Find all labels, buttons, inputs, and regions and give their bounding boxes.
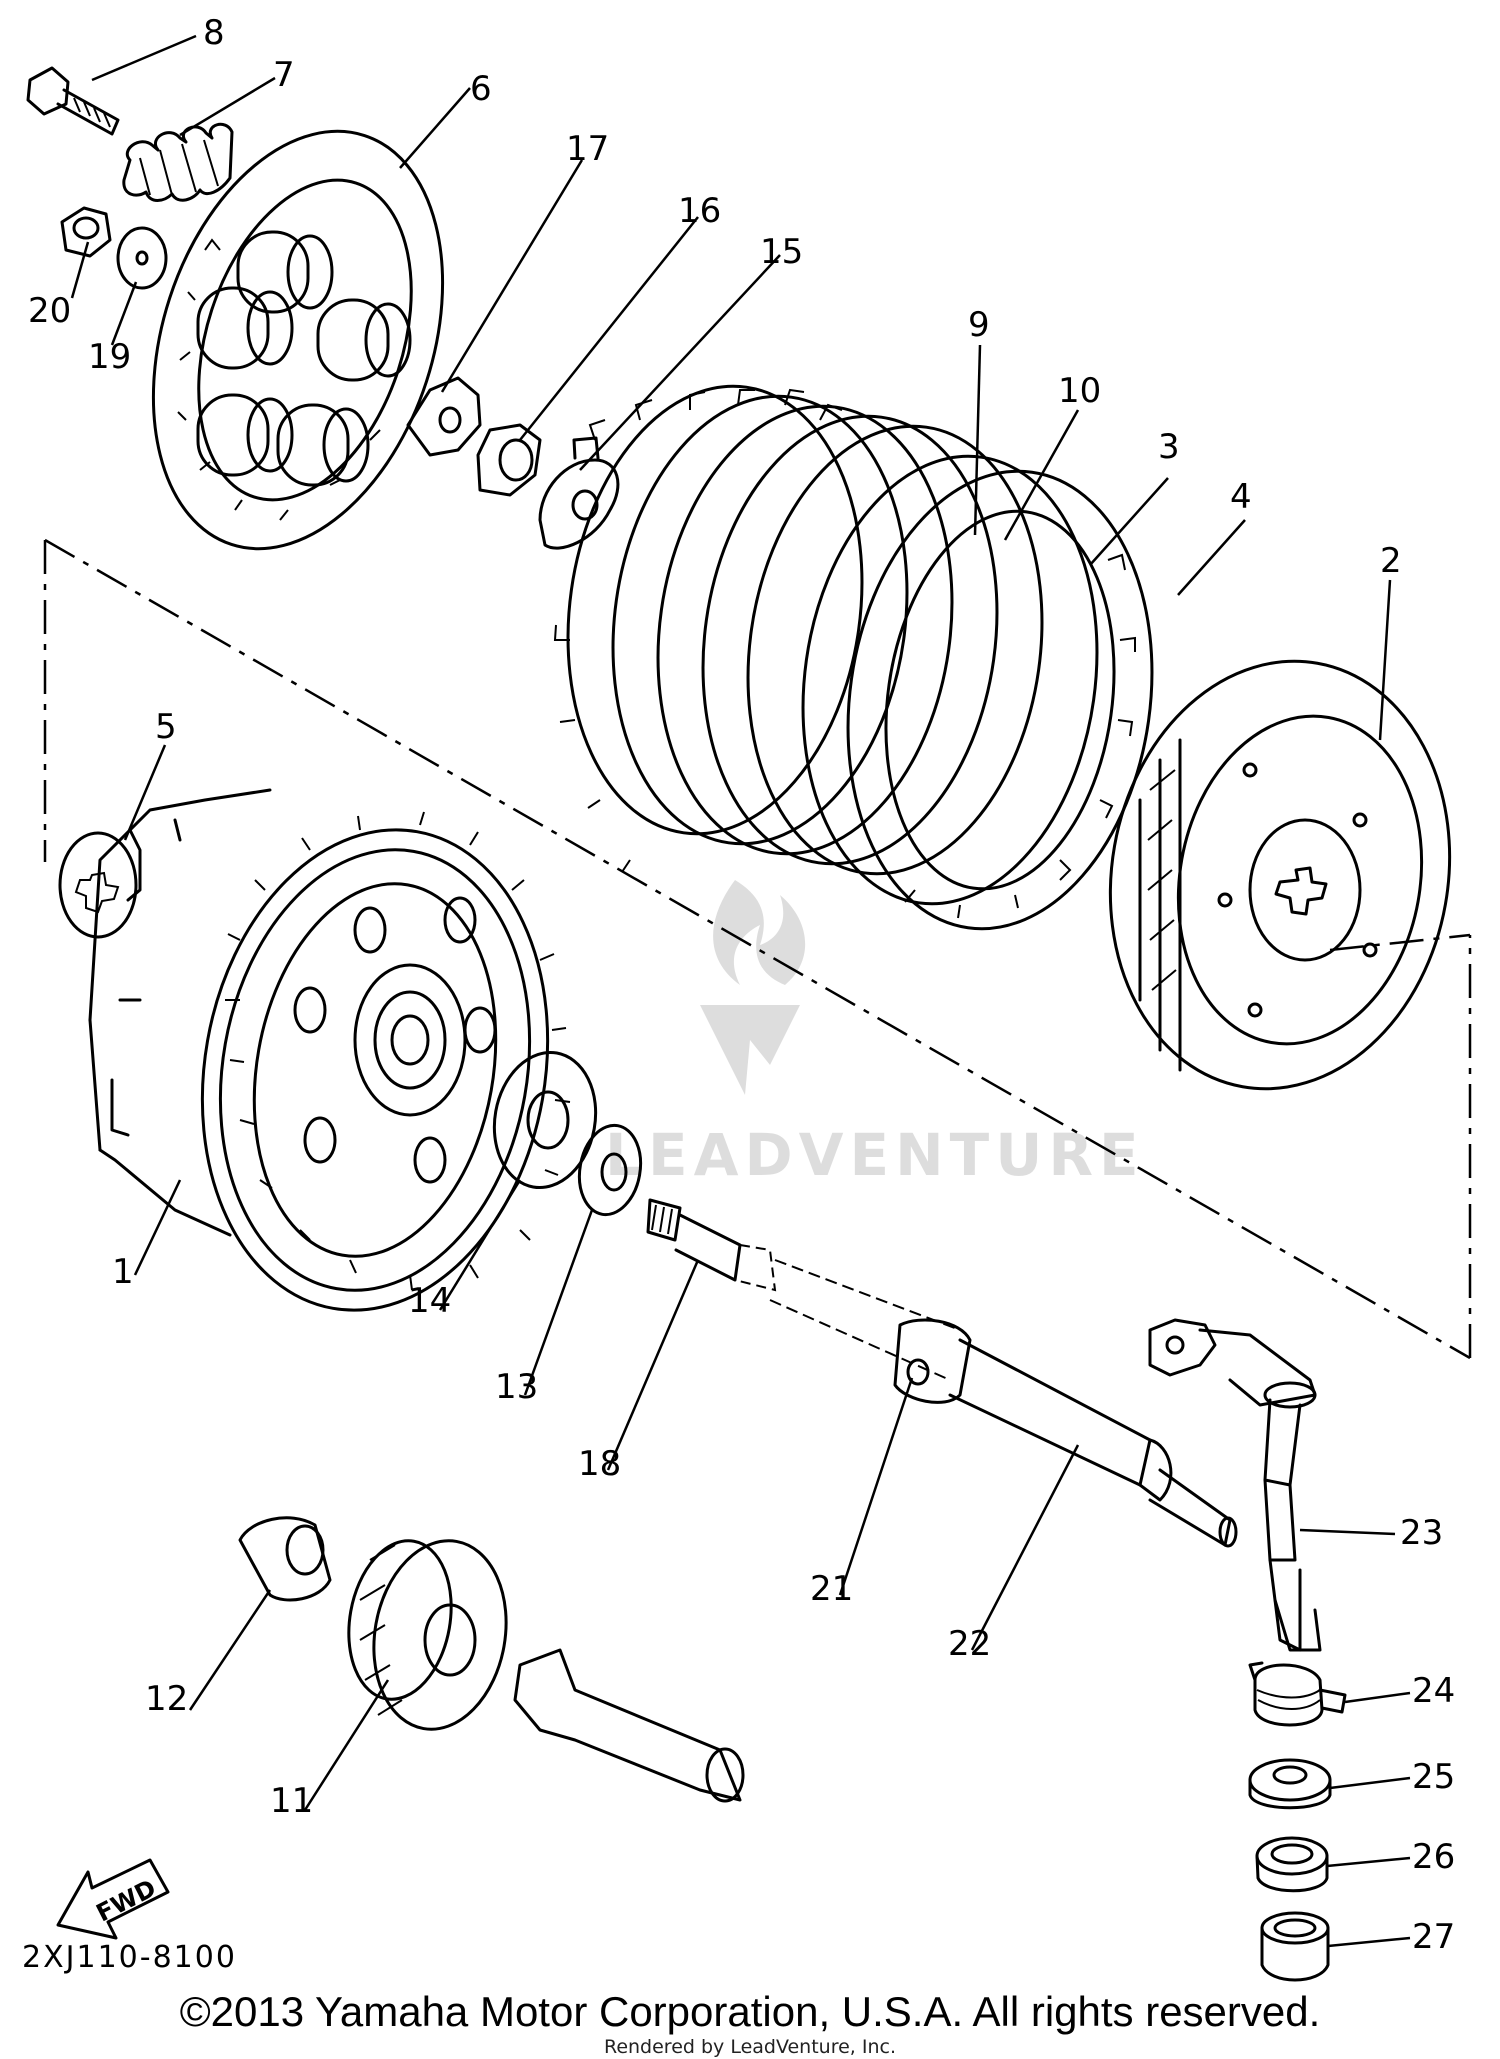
callout-6: 6 [470, 69, 492, 109]
callout-27: 27 [1412, 1917, 1455, 1957]
callout-16: 16 [678, 191, 721, 231]
callout-5: 5 [155, 707, 177, 747]
callout-14: 14 [408, 1281, 451, 1321]
alignment-lines [43, 538, 1472, 1360]
callout-26: 26 [1412, 1837, 1455, 1877]
callout-19: 19 [88, 337, 131, 377]
watermark-text: LEADVENTURE [605, 1121, 1145, 1189]
forward-direction-arrow: FWD [56, 1858, 170, 1940]
callout-10: 10 [1058, 371, 1101, 411]
lock-nut [476, 423, 542, 497]
crank-shaft [513, 1648, 745, 1803]
washer-small [577, 1123, 643, 1217]
washer [116, 226, 168, 290]
copyright-notice: ©2013 Yamaha Motor Corporation, U.S.A. A… [179, 1988, 1321, 2035]
torsion-spring [1248, 1661, 1347, 1727]
callout-25: 25 [1412, 1757, 1455, 1797]
clutch-housing [88, 788, 571, 1312]
washer-large [492, 1050, 598, 1190]
callout-23: 23 [1400, 1513, 1443, 1553]
callout-20: 20 [28, 291, 71, 331]
nut [60, 206, 112, 258]
clutch-plate-stack [553, 384, 1044, 876]
spring [122, 122, 234, 202]
push-lever [1148, 1318, 1322, 1652]
callout-13: 13 [495, 1367, 538, 1407]
callout-18: 18 [578, 1444, 621, 1484]
diagram-code: 2XJ110-8100 [22, 1940, 237, 1975]
callout-1: 1 [112, 1252, 134, 1292]
callout-22: 22 [948, 1624, 991, 1664]
callout-12: 12 [145, 1679, 188, 1719]
needle-bearing [1260, 1911, 1330, 1982]
gear-nut [238, 1516, 332, 1602]
friction-plate [801, 454, 1154, 931]
callout-21: 21 [810, 1569, 853, 1609]
callout-15: 15 [760, 232, 803, 272]
washer-lever [1248, 1758, 1332, 1810]
pressure-plate [151, 129, 445, 551]
primary-drive-gear [347, 1539, 508, 1731]
callout-8: 8 [203, 13, 225, 53]
callout-9: 9 [968, 305, 990, 345]
push-plate [406, 376, 482, 457]
callout-2: 2 [1380, 541, 1402, 581]
callout-4: 4 [1230, 477, 1252, 517]
clutch-boss [1108, 659, 1452, 1091]
callout-17: 17 [566, 129, 609, 169]
rendered-by-notice: Rendered by LeadVenture, Inc. [603, 2036, 897, 2058]
leader-lines [70, 34, 1411, 1948]
lock-washer [538, 436, 620, 550]
callout-24: 24 [1412, 1671, 1455, 1711]
leadventure-watermark: LEADVENTURE [605, 880, 1145, 1189]
push-rod-shaft [646, 1198, 1238, 1548]
callout-7: 7 [273, 55, 295, 95]
callout-3: 3 [1158, 427, 1180, 467]
callout-numbers: 1 2 3 4 5 6 7 8 9 10 11 12 13 14 15 16 1… [28, 13, 1455, 1957]
oil-seal [1255, 1836, 1329, 1893]
bolt [26, 66, 120, 136]
callout-11: 11 [270, 1781, 313, 1821]
